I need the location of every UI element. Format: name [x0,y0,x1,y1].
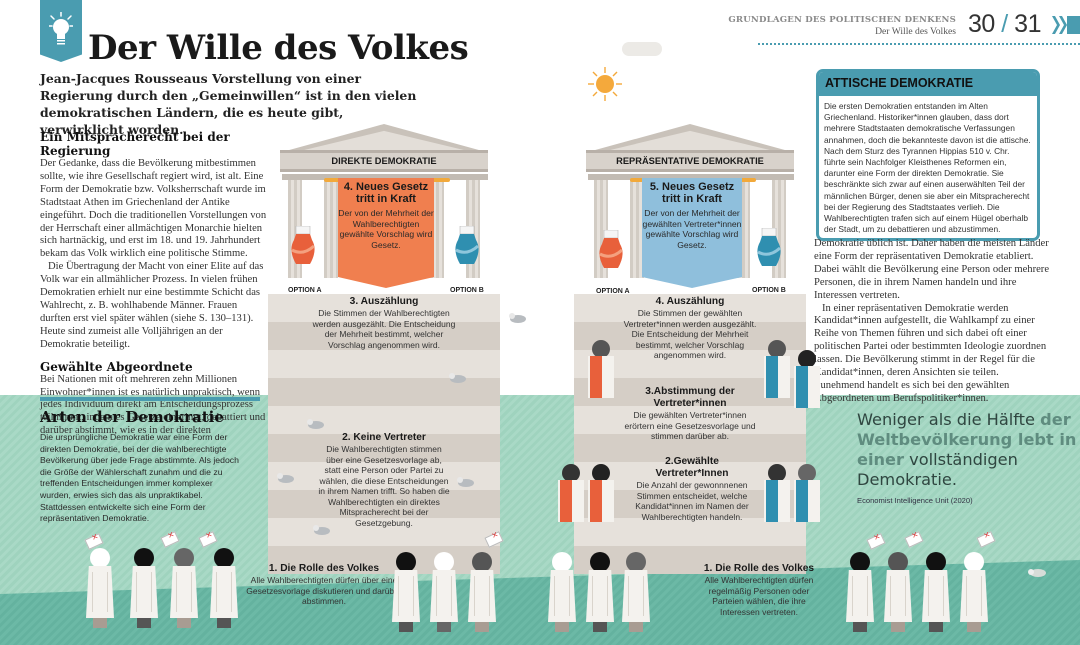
temple-label: DIREKTE DEMOKRATIE [331,156,437,166]
citizen-figure [622,552,650,632]
box-text: Die ersten Demokratien entstanden im Alt… [824,101,1031,235]
paragraph: Demokratie üblich ist. Daher haben die m… [814,238,1050,301]
box-heading: ATTISCHE DEMOKRATIE [819,72,1037,96]
chapter-tag [40,0,82,62]
citizen-figure [130,548,158,628]
cloud [622,42,662,56]
heading-abgeordnete: Gewählte Abgeordnete [40,359,193,374]
arten-section: Arten der Demokratie Die ursprüngliche D… [40,408,240,525]
citizen-figure [392,552,420,632]
divider [40,397,260,401]
sun-icon [588,67,622,101]
page-separator: / [1001,10,1008,38]
orange-vase-icon [291,226,316,264]
temple-entablature: DIREKTE DEMOKRATIE [280,150,488,172]
pull-quote: Weniger als die Hälfte der Weltbevölkeru… [857,410,1077,490]
option-a-label: OPTION A [288,287,322,294]
blue-vase-icon [455,226,480,264]
paragraph: Bei Nationen mit oft mehreren zehn Milli… [40,373,266,437]
heading-arten: Arten der Demokratie [40,408,224,426]
representative-democracy-temple: REPRÄSENTATIVE DEMOKRATIE 5. Neues Geset… [558,118,820,588]
pigeon-icon [307,419,324,429]
citizen-figure [86,548,114,628]
quote-end: vollständigen Demokratie. [857,450,1018,489]
representative-figure [794,350,820,408]
representative-step1-text: 1. Die Rolle des Volkes Alle Wahlberecht… [703,563,815,617]
attische-demokratie-box: ATTISCHE DEMOKRATIE Die ersten Demokrati… [816,69,1040,241]
section-title: GRUNDLAGEN DES POLITISCHEN DENKENS [728,15,956,25]
chevron-right-icon[interactable] [1052,14,1080,36]
pigeon-icon [277,473,294,483]
header-divider [758,43,1080,45]
page-right: 31 [1014,10,1041,38]
citizen-figure [846,552,874,632]
step4-banner: 4. Neues Gesetz tritt in Kraft Der von d… [338,178,434,288]
citizen-figure [468,552,496,632]
paragraph: Der Gedanke, dass die Bevölkerung mitbes… [40,158,267,260]
temple-steps [268,294,500,576]
quote-source: Economist Intelligence Unit (2020) [857,496,973,505]
citizen-figure [586,552,614,632]
step4-text: 4. Auszählung Die Stimmen der gewählten … [623,296,757,360]
lead-paragraph: Jean-Jacques Rousseaus Vorstellung von e… [40,71,417,137]
blue-vase-icon [757,228,782,266]
heading-mitsprache: Ein Mitspracherecht bei der Regierung [40,130,230,158]
dove-icon [1028,569,1046,577]
option-a-label: OPTION A [596,288,630,295]
pigeon-icon [457,477,474,487]
step-title: 4. Neues Gesetz tritt in Kraft [343,181,429,205]
page-title: Der Wille des Volkes [88,28,469,68]
temple-entablature: REPRÄSENTATIVE DEMOKRATIE [586,150,794,172]
step2-text: 2. Keine Vertreter Die Wahlberechtigten … [318,432,450,528]
direct-democracy-temple: DIREKTE DEMOKRATIE 4. Neues Gesetz tritt… [268,118,500,588]
citizen-figure [430,552,458,632]
citizen-figure [884,552,912,632]
direct-step1-text: 1. Die Rolle des Volkes Alle Wahlberecht… [246,563,402,606]
representative-figure [588,464,614,522]
paragraph: In einer repräsentativen Demokratie werd… [814,302,1047,404]
representative-figure [794,464,820,522]
citizen-figure [960,552,988,632]
representative-figure [588,340,614,398]
option-b-label: OPTION B [450,287,484,294]
column [630,180,644,278]
step-text: Der von der Mehrheit der Wahlberechtigte… [338,208,434,250]
paragraph: Die ursprüngliche Demokratie war eine Fo… [40,432,239,524]
citizen-figure [210,548,238,628]
citizen-figure [922,552,950,632]
quote-line1: Weniger als die Hälfte [857,410,1035,429]
pigeon-icon [313,525,330,535]
section-subtitle: Der Wille des Volkes [875,26,956,37]
step3-text: 3.Abstimmung der Vertreter*innen Die gew… [624,386,756,441]
temple-label: REPRÄSENTATIVE DEMOKRATIE [616,156,764,166]
paragraph: Die Übertragung der Macht von einer Elit… [40,261,264,350]
step2-text: 2.Gewählte Vertreter*Innen Die Anzahl de… [635,456,749,522]
citizen-figure [548,552,576,632]
right-column: Demokratie üblich ist. Daher haben die m… [814,238,1050,406]
quote-highlight: der Weltbevölkerung lebt in einer [857,410,1077,469]
orange-vase-icon [599,230,624,268]
lightbulb-icon [49,12,73,45]
pigeon-icon [509,313,526,323]
page-numbers: 30 / 31 [968,10,1041,39]
step-title: 5. Neues Gesetz tritt in Kraft [649,181,735,205]
representative-figure [764,464,790,522]
step3-text: 3. Auszählung Die Stimmen der Wahlberech… [312,296,456,350]
capital [282,174,488,180]
column [324,180,338,278]
capital [588,174,794,180]
citizen-figure [170,548,198,628]
option-b-label: OPTION B [752,287,786,294]
representative-figure [558,464,584,522]
representative-figure [764,340,790,398]
step5-banner: 5. Neues Gesetz tritt in Kraft Der von d… [642,178,742,288]
page-left: 30 [968,10,995,38]
step-text: Der von der Mehrheit der gewählten Vertr… [642,208,742,250]
left-column: Ein Mitspracherecht bei der Regierung De… [40,130,268,438]
pigeon-icon [449,373,466,383]
